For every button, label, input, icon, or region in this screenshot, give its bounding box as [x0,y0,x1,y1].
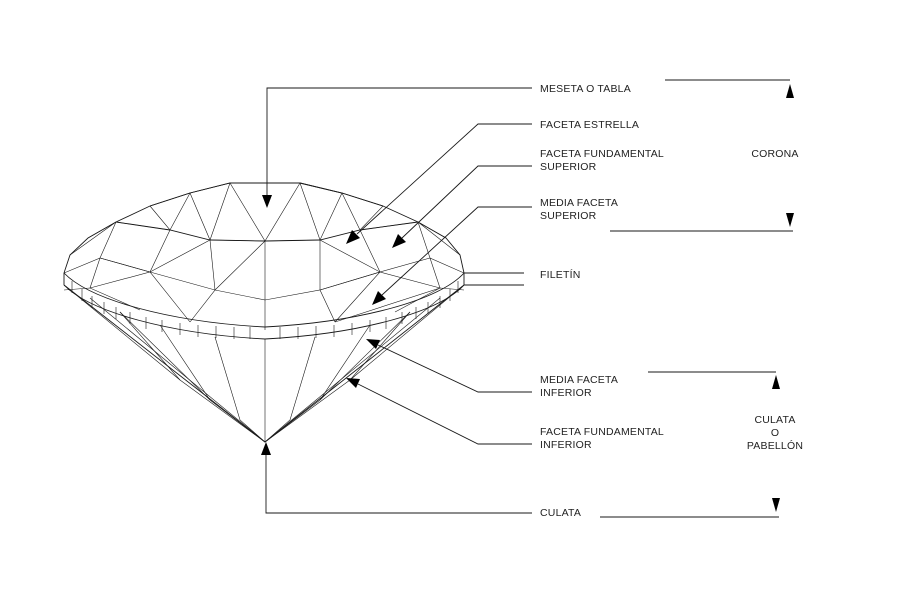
pavilion-facets [63,284,465,443]
crown-facets [63,182,465,330]
label-star-facet: FACETA ESTRELLA [540,119,639,131]
section-crown: CORONA [751,148,798,160]
arrow-lower-half [366,339,380,349]
girdle-top [63,272,465,328]
crown-arrow-down [786,213,794,227]
leader-upper-main [401,165,532,239]
label-upper-main-2: SUPERIOR [540,161,597,173]
label-lower-main-2: INFERIOR [540,439,592,451]
leader-table [266,87,532,195]
leader-lower-main [357,383,532,445]
leader-girdle [464,272,524,286]
label-lower-half-2: INFERIOR [540,387,592,399]
section-pavilion-2: O [771,427,779,439]
arrow-upper-main [392,234,406,248]
label-table: MESETA O TABLA [540,83,631,95]
girdle-bottom [63,284,465,340]
girdle-ticks [71,281,459,339]
labels: MESETA O TABLA FACETA ESTRELLA FACETA FU… [540,83,803,519]
leader-star [356,123,532,235]
leader-lines [261,87,532,514]
diamond-drawing [63,182,465,443]
arrow-table [262,195,272,208]
section-pavilion-1: CULATA [754,414,795,426]
label-lower-main-1: FACETA FUNDAMENTAL [540,426,664,438]
label-upper-half-1: MEDIA FACETA [540,197,618,209]
leader-lower-half [377,344,532,393]
pavilion-arrow-down [772,498,780,512]
leader-culet [265,455,532,514]
pavilion-arrow-up [772,375,780,389]
section-brackets [600,79,794,518]
arrow-lower-main [346,378,360,388]
crown-arrow-up [786,84,794,98]
section-pavilion-3: PABELLÓN [747,439,803,452]
arrow-upper-half [372,291,386,305]
arrow-culet [261,442,271,455]
label-girdle: FILETÍN [540,268,581,281]
girdle-sides [63,273,465,285]
label-lower-half-1: MEDIA FACETA [540,374,618,386]
label-upper-half-2: SUPERIOR [540,210,597,222]
leader-upper-half [381,206,532,296]
label-upper-main-1: FACETA FUNDAMENTAL [540,148,664,160]
label-culet: CULATA [540,507,581,519]
arrow-star [346,230,360,244]
pavilion-outline [63,284,465,443]
